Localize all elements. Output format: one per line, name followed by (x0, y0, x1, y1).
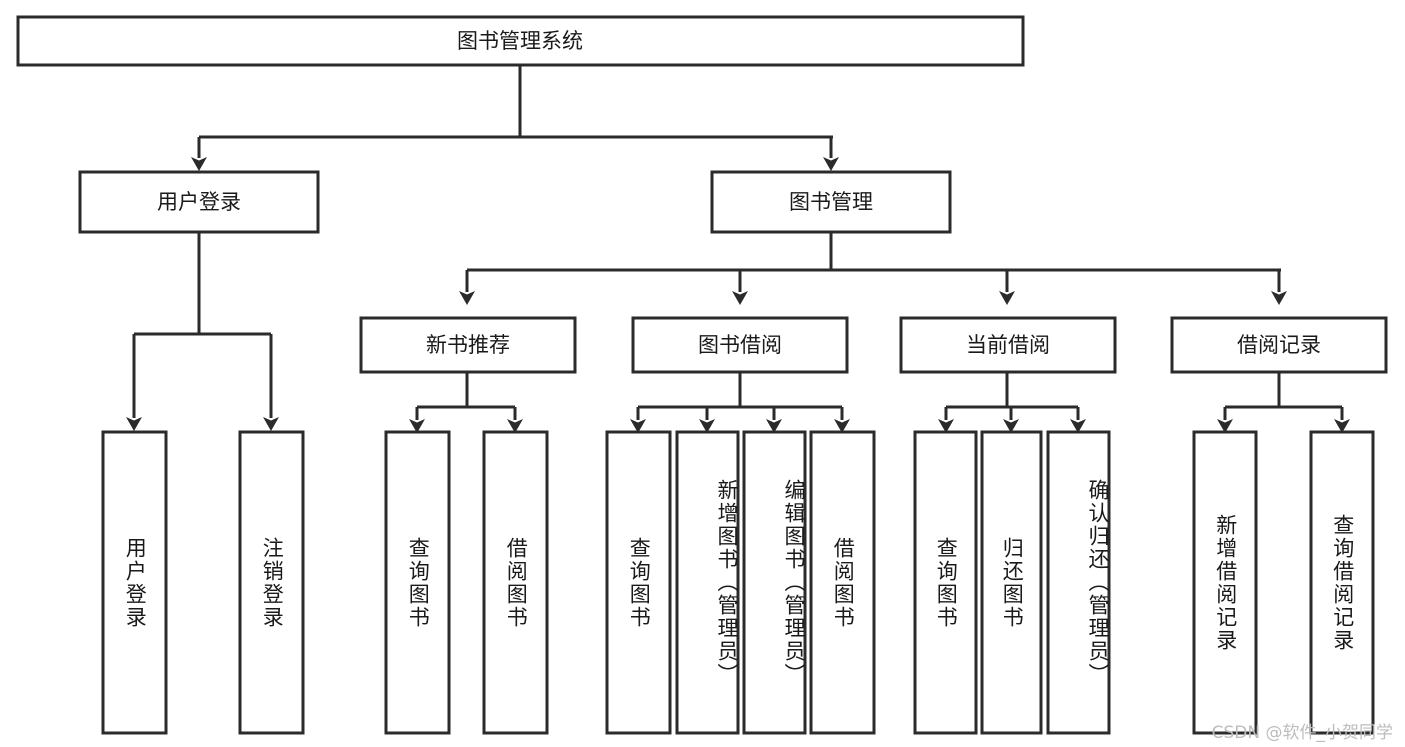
node-borrow-record-label: 借阅记录 (1237, 333, 1321, 357)
leaf-box-logout[interactable] (238, 430, 305, 735)
node-user-login-label: 用户登录 (157, 190, 241, 214)
csdn-watermark: CSDN @软件_小贺同学 (1211, 723, 1393, 743)
node-book-borrow-label: 图书借阅 (698, 333, 782, 357)
leaf-box-query-record[interactable] (1309, 430, 1375, 735)
node-current-borrow-label: 当前借阅 (966, 333, 1050, 357)
leaf-box-query-book-2[interactable] (605, 430, 672, 735)
leaf-box-query-book-3[interactable] (913, 430, 978, 735)
nodes: 图书管理系统 用户登录 图书管理 新书推荐 图书借阅 当前 (16, 15, 1388, 735)
node-new-book-recommend[interactable]: 新书推荐 (359, 316, 577, 374)
node-book-borrow[interactable]: 图书借阅 (631, 316, 849, 374)
node-book-manage-box[interactable] (710, 170, 952, 234)
leaf-box-add-record[interactable] (1192, 430, 1258, 735)
leaf-box-edit-book[interactable] (742, 430, 807, 735)
node-root-label: 图书管理系统 (457, 29, 583, 53)
node-user-login-box[interactable] (78, 170, 320, 234)
node-new-book-recommend-box[interactable] (359, 316, 577, 374)
connectors (126, 65, 1350, 433)
leaf-box-add-book[interactable] (675, 430, 740, 735)
leaf-box-query-book-1[interactable] (384, 430, 451, 735)
leaf-box-return-book[interactable] (980, 430, 1043, 735)
node-borrow-record[interactable]: 借阅记录 (1170, 316, 1388, 374)
leaf-box-user-login[interactable] (101, 430, 168, 735)
node-current-borrow-box[interactable] (899, 316, 1117, 374)
node-book-borrow-box[interactable] (631, 316, 849, 374)
node-book-manage[interactable]: 图书管理 (710, 170, 952, 234)
leaf-box-confirm-return[interactable] (1046, 430, 1111, 735)
node-root-box[interactable] (16, 15, 1025, 67)
node-book-manage-label: 图书管理 (789, 190, 873, 214)
node-borrow-record-box[interactable] (1170, 316, 1388, 374)
node-user-login[interactable]: 用户登录 (78, 170, 320, 234)
node-current-borrow[interactable]: 当前借阅 (899, 316, 1117, 374)
node-new-book-recommend-label: 新书推荐 (426, 333, 510, 357)
leaf-box-borrow-book-1[interactable] (482, 430, 549, 735)
leaf-box-borrow-book-2[interactable] (809, 430, 876, 735)
node-root[interactable]: 图书管理系统 (16, 15, 1025, 67)
